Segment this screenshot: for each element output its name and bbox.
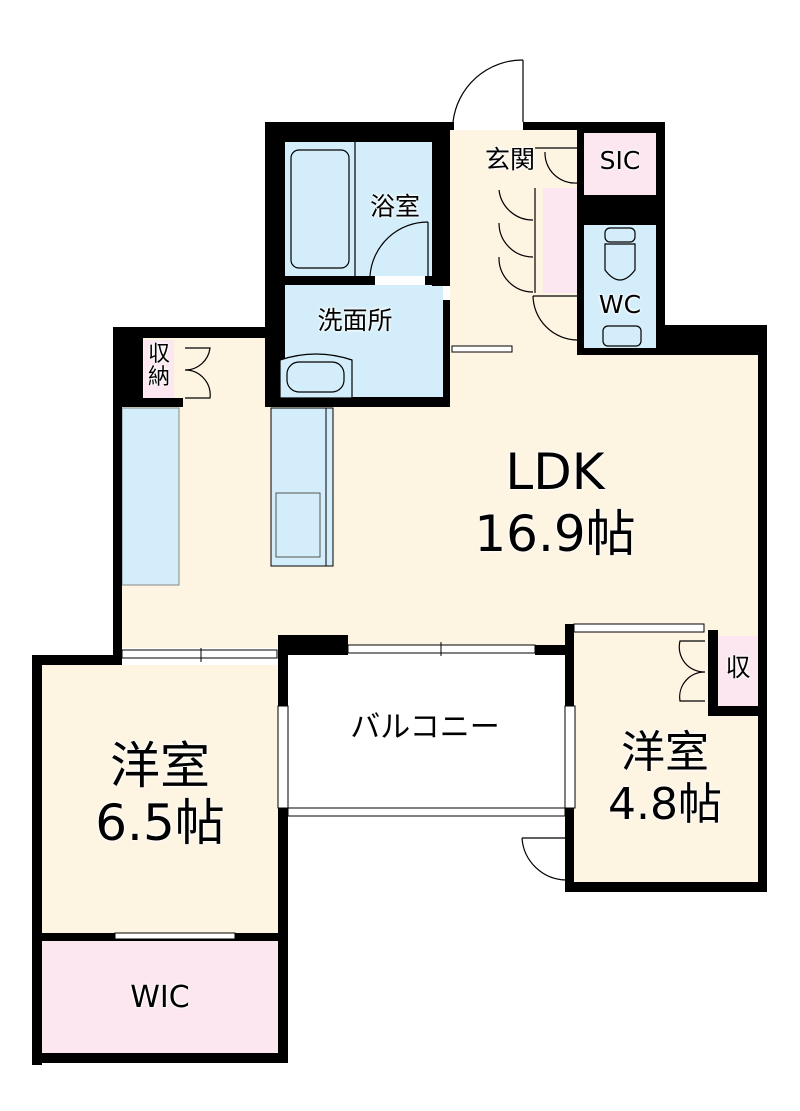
room-balcony-name: バルコニー [350,710,500,745]
walls [32,122,767,1065]
windows [114,345,705,940]
room-wic-name: WIC [130,980,190,1015]
room-western-6-5-size: 6.5帖 [95,794,225,852]
room-western-6-5-name: 洋室 [110,737,210,795]
room-storage-small-name: 収 [725,653,751,682]
room-wc-name: WC [598,290,642,319]
room-bathroom-name: 浴室 [369,192,420,221]
room-western-4-8-name: 洋室 [621,727,709,778]
room-washroom-name: 洗面所 [317,306,393,335]
room-ldk-size: 16.9帖 [474,505,636,563]
room-entrance-name: 玄関 [484,145,535,174]
room-ldk-name: LDK [505,443,605,501]
doors-fixtures [184,59,706,881]
room-sic-name: SIC [599,146,641,175]
room-storage-ldk-name: 収納 [147,342,170,391]
room-western-4-8-size: 4.8帖 [608,779,722,830]
floor-areas [42,130,758,1053]
